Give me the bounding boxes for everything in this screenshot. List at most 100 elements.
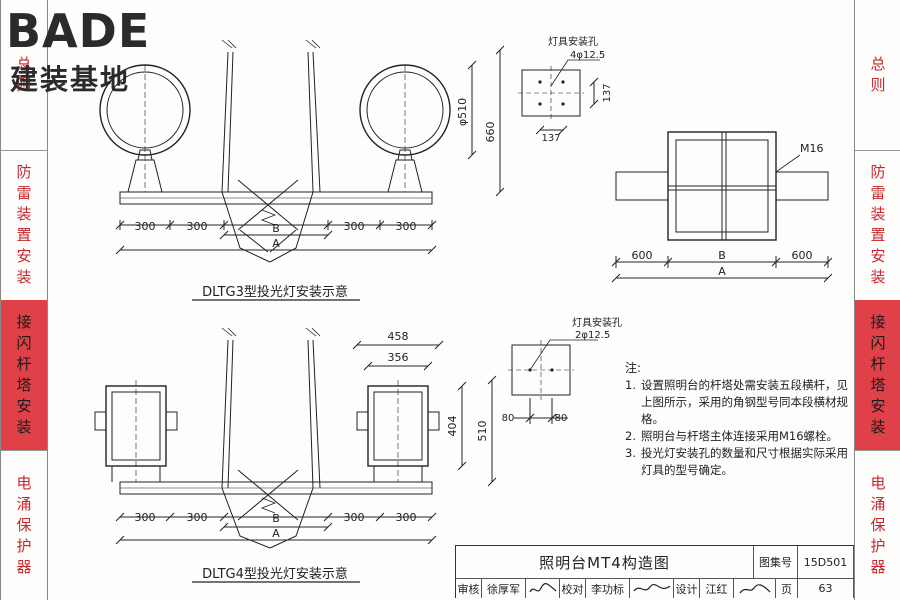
bottom-dim-2: 300	[187, 511, 208, 524]
bottom-hole-dots	[528, 368, 554, 372]
tab-char: 杆	[870, 355, 886, 373]
tab-char: 装	[16, 268, 32, 286]
lamp-left-bracket	[127, 159, 163, 193]
tab-char: 安	[16, 247, 32, 265]
left-tab-strip: 总则 防雷装置安装 接闪杆塔安装 电涌保护器	[0, 0, 48, 600]
bottom-dim-1: 300	[135, 511, 156, 524]
tab-char: 器	[16, 557, 32, 576]
tab-char: 接	[16, 313, 32, 331]
top-elevation	[99, 39, 505, 263]
drawing-title: 照明台MT4构造图	[456, 546, 754, 578]
check-label: 校对	[560, 579, 586, 598]
tab-char: 保	[870, 515, 886, 534]
top-hole-spec: 4φ12.5	[570, 50, 605, 61]
logo-subtitle: 建装基地	[10, 63, 131, 96]
tab-char: 装	[16, 418, 32, 436]
plan-dim-right: 600	[792, 249, 813, 262]
review-label: 审核	[456, 579, 482, 598]
bottom-dim-a: A	[272, 527, 280, 540]
left-tab-lightning-devices[interactable]: 防雷装置安装	[1, 150, 47, 301]
bottom-dim-510: 510	[476, 421, 489, 442]
left-tab-general[interactable]: 总则	[1, 0, 47, 151]
tab-char: 装	[870, 205, 886, 223]
top-dim-diameter: φ510	[456, 98, 469, 126]
right-tab-surge-protector[interactable]: 电涌保护器	[855, 450, 900, 600]
tower-leg-left-top	[221, 51, 271, 263]
page-number: 63	[798, 579, 854, 598]
tab-char: 安	[870, 397, 886, 415]
bottom-hole-dim-left: 80	[502, 413, 515, 424]
tab-char: 总	[870, 55, 886, 73]
plan-view	[611, 131, 833, 283]
tab-char: 则	[16, 76, 32, 94]
top-hole-dim-bottom: 137	[541, 133, 560, 144]
atlas-label: 图集号	[754, 546, 798, 578]
note-number: 1.	[625, 378, 636, 392]
tab-char: 闪	[16, 334, 32, 352]
tab-char: 雷	[870, 184, 886, 202]
lamp-right-bracket	[387, 159, 423, 193]
bottom-dim-b: B	[272, 512, 280, 525]
top-dim-3: 300	[344, 220, 365, 233]
top-dim-1: 300	[135, 220, 156, 233]
tab-char: 杆	[16, 355, 32, 373]
tab-char: 防	[870, 163, 886, 181]
tower-leg-right-top	[269, 51, 314, 263]
atlas-number: 15D501	[798, 546, 854, 578]
note-text: 投光灯安装孔的数量和尺寸根据实际采用灯具的型号确定。	[641, 446, 848, 477]
checker-name: 李功标	[586, 579, 630, 598]
design-label: 设计	[674, 579, 700, 598]
tab-char: 护	[870, 536, 886, 555]
left-tab-surge-protector[interactable]: 电涌保护器	[1, 450, 47, 600]
tab-char: 塔	[870, 376, 886, 394]
note-number: 3.	[625, 446, 636, 460]
note-item: 1. 设置照明台的杆塔处需安装五段横杆，见上图所示，采用的角钢型号同本段横材规格…	[625, 377, 850, 428]
tab-char: 电	[870, 473, 886, 492]
top-dim-660: 660	[484, 122, 497, 143]
designer-name: 江红	[700, 579, 734, 598]
bottom-hole-spec: 2φ12.5	[575, 330, 610, 341]
top-dim-b: B	[272, 222, 280, 235]
tab-char: 置	[16, 226, 32, 244]
top-caption: DLTG3型投光灯安装示意	[202, 284, 348, 300]
right-tab-general[interactable]: 总则	[855, 0, 900, 151]
bottom-dim-404: 404	[446, 416, 459, 437]
bottom-dim-458: 458	[388, 330, 409, 343]
tab-char: 装	[870, 268, 886, 286]
tab-char: 护	[16, 536, 32, 555]
plan-dim-left: 600	[632, 249, 653, 262]
top-hole-dim-right: 137	[602, 83, 613, 102]
tab-char: 装	[16, 205, 32, 223]
notes-heading: 注:	[625, 361, 642, 375]
reviewer-signature	[526, 579, 560, 598]
top-hole-dots	[538, 80, 565, 106]
tab-char: 装	[870, 418, 886, 436]
right-tab-lightning-devices[interactable]: 防雷装置安装	[855, 150, 900, 301]
bottom-dim-4: 300	[396, 511, 417, 524]
note-item: 2. 照明台与杆塔主体连接采用M16螺栓。	[625, 428, 850, 445]
top-dim-a: A	[272, 237, 280, 250]
left-tab-air-terminal-tower[interactable]: 接闪杆塔安装	[1, 300, 47, 451]
tab-char: 置	[870, 226, 886, 244]
top-dim-2: 300	[187, 220, 208, 233]
tab-char: 安	[870, 247, 886, 265]
page-label: 页	[776, 579, 798, 598]
notes-section: 注: 1. 设置照明台的杆塔处需安装五段横杆，见上图所示，采用的角钢型号同本段横…	[625, 360, 850, 479]
bottom-dim-3: 300	[344, 511, 365, 524]
tab-char: 器	[870, 557, 886, 576]
top-hole-title: 灯具安装孔	[548, 35, 598, 48]
tower-bracing	[237, 179, 299, 253]
bottom-hole-pattern	[508, 339, 598, 424]
tower-leg-right-inner	[312, 51, 321, 193]
top-hole-pattern	[518, 59, 600, 135]
note-number: 2.	[625, 429, 636, 443]
plan-dim-mid: B	[718, 249, 726, 262]
tab-char: 闪	[870, 334, 886, 352]
bottom-dim-356: 356	[388, 351, 409, 364]
title-block: 照明台MT4构造图 图集号 15D501 审核 徐厚军 校对 李功标 设计 江红…	[455, 545, 854, 598]
tab-char: 保	[16, 515, 32, 534]
designer-signature	[734, 579, 776, 598]
tab-char: 总	[16, 55, 32, 73]
right-tab-air-terminal-tower[interactable]: 接闪杆塔安装	[855, 300, 900, 451]
bottom-elevation	[94, 327, 497, 549]
